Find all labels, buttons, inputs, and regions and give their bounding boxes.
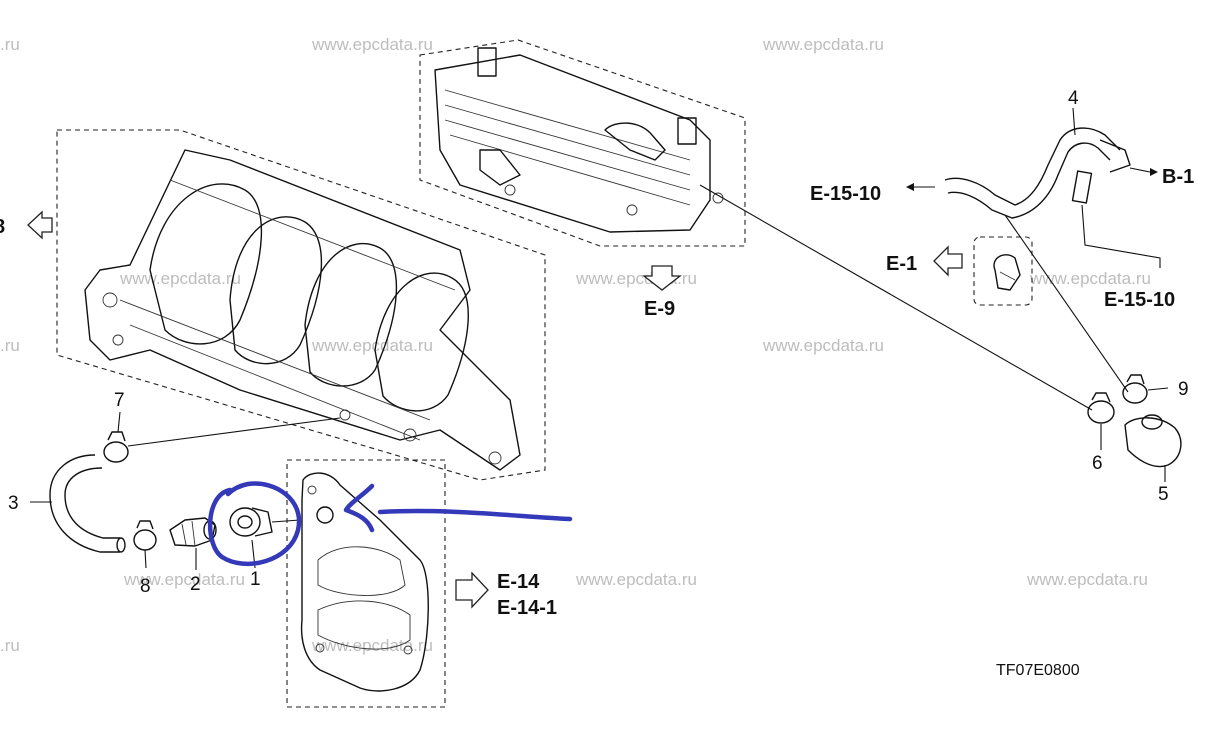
diagram-code: TF07E0800 — [996, 662, 1080, 679]
part-number-label: 6 — [1092, 453, 1103, 474]
ref-label-e15-10: E-15-10 — [1104, 289, 1175, 311]
watermark: www.epcdata.ru — [762, 35, 884, 54]
part-number-label: 2 — [190, 574, 201, 595]
gasket-box — [286, 459, 446, 708]
leader-tube-to-9 — [1004, 214, 1129, 393]
part-number-labels: 1 2 3 4 5 6 7 8 9 — [8, 88, 1189, 597]
part-9-clamp — [1122, 374, 1169, 404]
ref-label-e15-10: E-15-10 — [810, 183, 881, 205]
reference-labels: E-15-10 B-1 E-1 E-15-10 E-9 E-14 E-14-1 … — [0, 166, 1194, 619]
ref-label-e9: E-9 — [644, 298, 675, 320]
cylinder-head-cover-box — [419, 39, 746, 247]
watermarks: www.epcdata.ru www.epcdata.ru www.epcdat… — [0, 35, 1151, 655]
ref-label-cut: 8 — [0, 216, 5, 238]
watermark: www.epcdata.ru — [311, 35, 433, 54]
left-arrow-icon — [27, 210, 53, 240]
part-3-hose — [30, 454, 126, 553]
watermark: www.epcdata.ru — [311, 336, 433, 355]
part-number-label: 3 — [8, 493, 19, 514]
part-number-label: 1 — [250, 569, 261, 590]
ref-label-e14-1: E-14-1 — [497, 597, 557, 619]
watermark: www.epcdata.ru — [123, 570, 245, 589]
watermark: www.epcdata.ru — [762, 336, 884, 355]
part-number-label: 7 — [114, 390, 125, 411]
part-number-label: 5 — [1158, 484, 1169, 505]
part-2-pcv-valve — [169, 517, 217, 547]
watermark: .ru — [0, 636, 20, 655]
part-8-clamp — [133, 520, 157, 569]
cylinder-head-cover — [434, 47, 724, 233]
group-boxes — [56, 39, 1033, 708]
watermark: www.epcdata.ru — [1026, 570, 1148, 589]
leader-head-to-6 — [699, 184, 1093, 411]
right-arrow-icon — [455, 571, 489, 609]
watermark: www.epcdata.ru — [575, 269, 697, 288]
clip-box — [973, 236, 1033, 306]
part-number-label: 8 — [140, 576, 151, 597]
watermark: .ru — [0, 336, 20, 355]
ref-label-e1: E-1 — [886, 253, 917, 275]
intake-manifold — [84, 149, 521, 471]
part-6-clamp — [1087, 392, 1115, 450]
highlight-circle — [208, 481, 302, 567]
watermark: www.epcdata.ru — [311, 636, 433, 655]
watermark: .ru — [0, 35, 20, 54]
reference-arrows — [27, 210, 963, 609]
clip-e1 — [993, 254, 1021, 291]
ref-label-b1: B-1 — [1162, 166, 1194, 188]
intake-manifold-box — [56, 129, 546, 481]
ref-label-e14: E-14 — [497, 571, 540, 593]
part-number-label: 4 — [1068, 88, 1079, 109]
watermark: www.epcdata.ru — [575, 570, 697, 589]
part-1-grommet — [229, 507, 301, 537]
watermark: www.epcdata.ru — [119, 269, 241, 288]
left-arrow-icon — [933, 245, 963, 277]
part-7-clamp — [103, 411, 341, 463]
part-5-hose — [1124, 414, 1182, 482]
watermark: www.epcdata.ru — [1029, 269, 1151, 288]
gasket-plate — [300, 472, 429, 692]
hand-drawn-highlight — [208, 481, 573, 567]
part-4-tube — [906, 107, 1161, 268]
part-number-label: 9 — [1178, 379, 1189, 400]
highlight-arrow — [343, 483, 573, 533]
down-arrow-icon — [642, 265, 682, 291]
